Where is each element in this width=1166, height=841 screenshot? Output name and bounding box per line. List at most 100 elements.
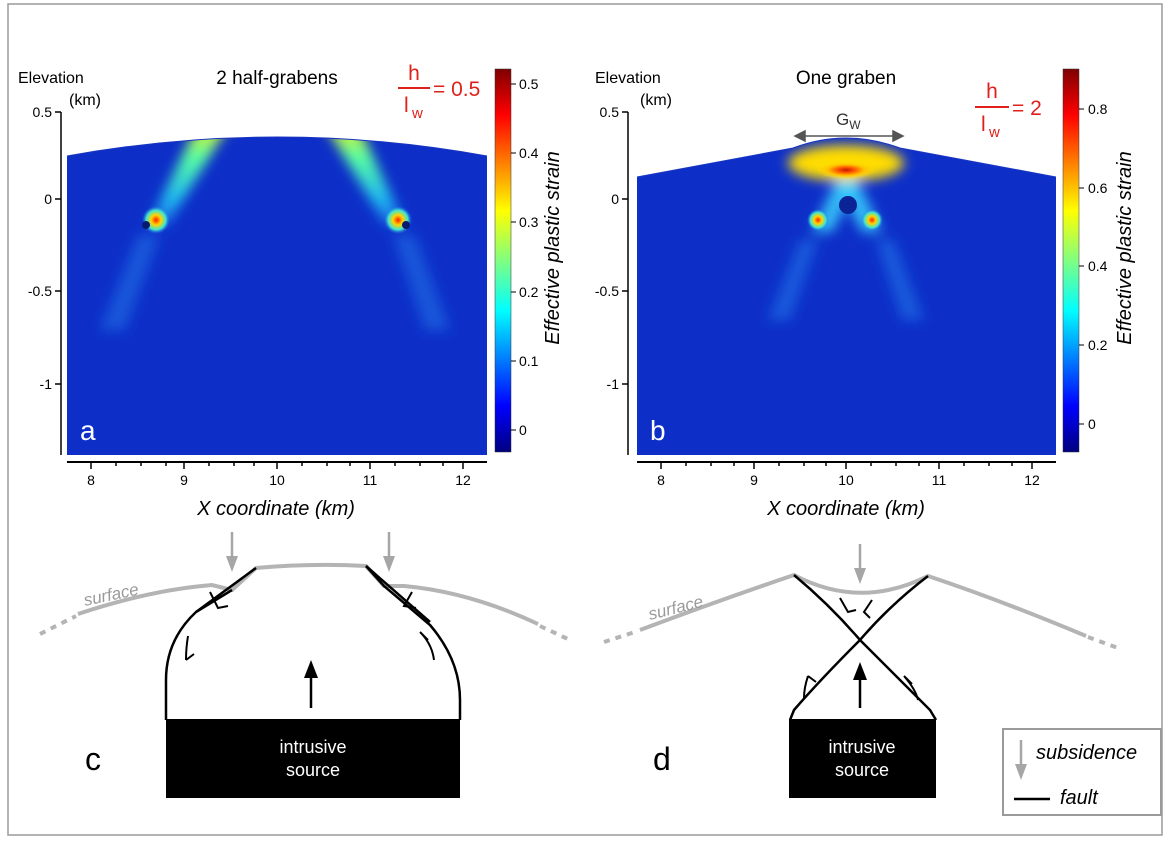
x-tick-label-a-0: 8 [87,472,95,488]
x-ticks-b [660,462,1033,469]
subsidence-arrow-c-right [383,532,395,572]
cbar-tick-b-0: 0.8 [1088,101,1108,117]
uplift-arrow-d-head [853,662,867,680]
cbar-tick-b-3: 0.2 [1088,337,1108,353]
y-tick-label-a-0: 0.5 [33,104,53,120]
intrusive-source-d [789,719,936,798]
intrusive-source-label-c-2: source [286,760,340,780]
panel-letter-c: c [85,741,101,777]
ratio-value-b: = 2 [1012,97,1042,120]
colorbar-b [1062,68,1080,453]
ratio-h-b: h [986,80,998,103]
panel-d: surface intrusive source d [603,544,1119,798]
graben-width-marker [793,129,905,143]
colorbar-a [494,68,512,453]
legend: subsidence fault [1002,728,1162,816]
cbar-tick-b-1: 0.6 [1088,180,1108,196]
cbar-tick-b-4: 0 [1088,416,1096,432]
ratio-label-a: h l w = 0.5 [398,62,480,122]
ratio-label-b: h l w = 2 [975,80,1042,141]
y-axis-label-a-1: Elevation [18,70,84,87]
x-axis-label-a: X coordinate (km) [196,498,355,520]
y-axis-label-b-1: Elevation [595,70,661,87]
cbar-tick-a-4: 0.1 [519,353,539,369]
cbar-tick-a-3: 0.2 [519,284,539,300]
ratio-h-a: h [408,62,420,85]
surface-dash-right-c [539,624,571,642]
panel-letter-b: b [650,415,666,446]
y-tick-label-a-1: 0 [44,191,52,207]
fault-cross-1-d [793,574,938,721]
x-tick-label-b-2: 10 [838,472,854,488]
y-tick-label-b-1: 0 [611,191,619,207]
figure-frame [7,3,1163,836]
cbar-tick-a-2: 0.3 [519,214,539,230]
panel-letter-a: a [80,415,96,446]
ratio-lw-b: l [981,113,986,136]
x-tick-label-a-4: 12 [455,472,471,488]
y-ticks-a [55,111,61,385]
intrusive-source-label-d-1: intrusive [828,737,895,757]
cbar-tick-a-1: 0.4 [519,145,539,161]
x-tick-label-b-4: 12 [1024,472,1040,488]
cbar-tick-b-2: 0.4 [1088,258,1108,274]
surface-line-c [77,562,539,626]
surface-label-d: surface [646,592,705,624]
gw-label: GW [836,110,861,132]
uplift-dome-c [164,565,462,720]
ratio-sub-b: w [988,124,1000,141]
gw-sub: W [849,118,861,132]
panel-b: 0.5 0 -0.5 -1 Elevation (km) One graben … [595,68,1136,520]
colorbar-ticks-b [1079,108,1084,425]
subsidence-arrow-c-left [226,532,238,572]
panel-a: 0.5 0 -0.5 -1 Elevation (km) 2 half-grab… [18,62,564,520]
cbar-tick-a-0: 0.5 [519,76,539,92]
x-tick-label-a-3: 11 [363,472,378,488]
x-tick-label-b-0: 8 [657,472,665,488]
colorbar-label-b: Effective plastic strain [1114,151,1136,344]
x-tick-label-a-1: 9 [180,472,188,488]
legend-subsidence-icon [1015,740,1027,780]
y-tick-label-b-0: 0.5 [600,104,620,120]
x-tick-label-a-2: 10 [269,472,285,488]
surface-profile-a [66,136,488,157]
fault-right-c [365,565,431,623]
uplift-arrow-c-head [304,660,318,678]
surface-dash-left-d [603,629,639,644]
panel-title-b: One graben [796,68,896,89]
intrusive-source-label-c-1: intrusive [279,737,346,757]
surface-profile-b [636,137,1057,178]
legend-box [1002,728,1162,816]
y-tick-label-a-3: -1 [40,376,53,392]
intrusive-source-label-d-2: source [835,760,889,780]
legend-fault-label: fault [1060,787,1099,809]
legend-subsidence-label: subsidence [1036,742,1137,764]
panel-c: surface intrusive source c [39,532,571,798]
surface-dash-right-d [1087,635,1119,650]
panel-letter-d: d [653,741,671,777]
x-tick-label-b-3: 11 [932,472,947,488]
cbar-tick-a-5: 0 [519,422,527,438]
strain-field-a [67,137,487,455]
colorbar-label-a: Effective plastic strain [542,151,564,344]
y-axis-label-a-2: (km) [69,92,101,109]
subsidence-arrow-d [854,544,866,584]
intrusive-source-c [166,719,460,798]
y-ticks-b [622,111,628,385]
slip-markers-d [803,597,919,701]
y-tick-label-b-3: -1 [607,376,620,392]
ratio-sub-a: w [411,105,423,122]
slip-markers-c [185,591,435,661]
y-axis-label-b-2: (km) [640,92,672,109]
panel-title-a: 2 half-grabens [216,68,337,89]
fault-cross-2-d [788,575,929,721]
surface-line-d [639,572,1087,638]
colorbar-ticks-a [511,83,516,431]
x-ticks-a [90,462,464,469]
surface-dash-left-c [39,614,77,636]
ratio-value-a: = 0.5 [433,78,480,101]
y-tick-label-a-2: -0.5 [28,283,52,299]
x-axis-label-b: X coordinate (km) [766,498,925,520]
ratio-lw-a: l [404,94,409,117]
